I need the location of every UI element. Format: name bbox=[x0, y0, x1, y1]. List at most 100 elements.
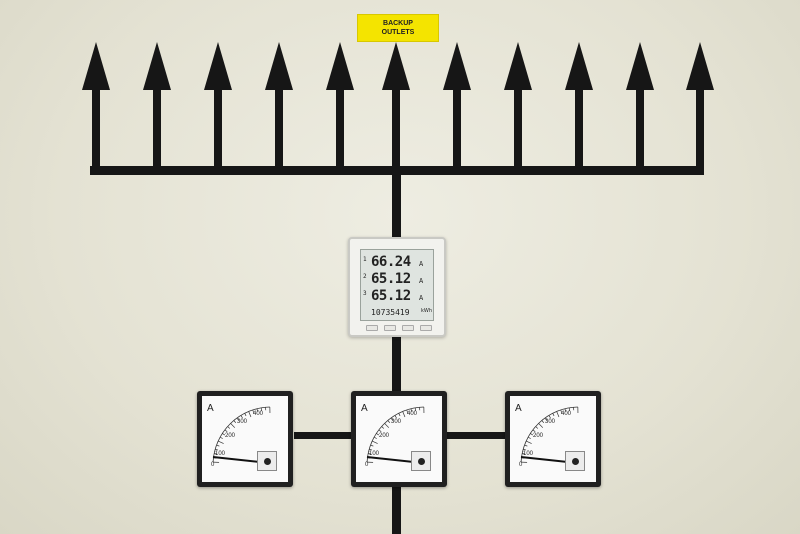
energy-total: 10735419 bbox=[371, 308, 410, 317]
arrow-head-3 bbox=[204, 42, 232, 90]
arrow-shaft-7 bbox=[453, 86, 461, 170]
scale-tick bbox=[252, 409, 255, 413]
knob-dot bbox=[572, 458, 579, 465]
scale-tick bbox=[376, 433, 380, 436]
arrow-shaft-10 bbox=[636, 86, 644, 170]
scale-tick bbox=[532, 429, 536, 432]
ammeter-gauge-1: A 0 100 200 300 400 bbox=[197, 391, 293, 487]
scale-tick bbox=[370, 444, 374, 447]
connector-right bbox=[446, 432, 506, 439]
row-value: 65.12 bbox=[371, 271, 411, 287]
ammeter-gauge-3: A 0 100 200 300 400 bbox=[505, 391, 601, 487]
scale-tick bbox=[224, 429, 228, 432]
scale-tick bbox=[237, 417, 240, 421]
row-value: 66.24 bbox=[371, 254, 411, 270]
meter-button-3[interactable] bbox=[402, 325, 414, 331]
tick-0: 0 bbox=[365, 462, 369, 468]
row-unit: A bbox=[419, 277, 424, 285]
row-unit: A bbox=[419, 260, 424, 268]
scale-tick bbox=[523, 448, 527, 451]
scale-tick bbox=[391, 417, 394, 421]
tick-200: 200 bbox=[533, 433, 544, 439]
tick-0: 0 bbox=[211, 462, 215, 468]
arrow-shaft-2 bbox=[153, 86, 161, 170]
scale-tick bbox=[219, 436, 223, 439]
knob-dot bbox=[418, 458, 425, 465]
row-number: 3 bbox=[363, 290, 367, 297]
scale-tick bbox=[230, 423, 236, 428]
scale-tick bbox=[406, 409, 409, 413]
scale-tick bbox=[248, 411, 252, 418]
connector-left bbox=[294, 432, 354, 439]
scale-tick bbox=[552, 413, 555, 417]
scale-tick bbox=[244, 413, 247, 417]
tick-400: 400 bbox=[253, 411, 264, 417]
scale-tick bbox=[526, 440, 532, 444]
arrow-head-7 bbox=[443, 42, 471, 90]
tick-400: 400 bbox=[561, 411, 572, 417]
scale-tick bbox=[240, 415, 243, 419]
ammeter-gauge-2: A 0 100 200 300 400 bbox=[351, 391, 447, 487]
arrow-head-5 bbox=[326, 42, 354, 90]
meter-button-1[interactable] bbox=[366, 325, 378, 331]
tick-200: 200 bbox=[379, 433, 390, 439]
scale-tick bbox=[373, 436, 377, 439]
arrow-shaft-9 bbox=[575, 86, 583, 170]
meter-button-4[interactable] bbox=[420, 325, 432, 331]
scale-tick bbox=[560, 409, 563, 413]
meter-buttons bbox=[366, 325, 432, 331]
meter-button-2[interactable] bbox=[384, 325, 396, 331]
scale-tick bbox=[568, 407, 571, 411]
scale-tick bbox=[368, 453, 372, 455]
scale-tick bbox=[214, 453, 218, 455]
arrow-head-6 bbox=[382, 42, 410, 90]
scale-tick bbox=[548, 415, 551, 419]
tick-300: 300 bbox=[391, 419, 402, 425]
scale-tick bbox=[414, 407, 417, 411]
tick-300: 300 bbox=[237, 419, 248, 425]
arrow-shaft-3 bbox=[214, 86, 222, 170]
scale-tick bbox=[372, 440, 378, 444]
arrow-shaft-8 bbox=[514, 86, 522, 170]
arrow-head-8 bbox=[504, 42, 532, 90]
row-unit: A bbox=[419, 294, 424, 302]
scale-tick bbox=[381, 426, 385, 429]
scale-tick bbox=[218, 440, 224, 444]
gauge-unit: A bbox=[207, 403, 214, 414]
scale-tick bbox=[378, 429, 382, 432]
arrow-shaft-6 bbox=[392, 86, 400, 170]
trunk-middle bbox=[392, 336, 401, 392]
trunk-upper bbox=[392, 170, 401, 240]
zero-adjust-knob[interactable] bbox=[565, 451, 585, 471]
zero-adjust-knob[interactable] bbox=[257, 451, 277, 471]
backup-outlets-label: BACKUP OUTLETS bbox=[357, 14, 439, 42]
scale-tick bbox=[541, 420, 545, 423]
arrow-head-1 bbox=[82, 42, 110, 90]
gauge-unit: A bbox=[515, 403, 522, 414]
scale-tick bbox=[545, 417, 548, 421]
tick-400: 400 bbox=[407, 411, 418, 417]
arrow-head-9 bbox=[565, 42, 593, 90]
scale-tick bbox=[394, 415, 397, 419]
knob-dot bbox=[264, 458, 271, 465]
scale-tick bbox=[524, 444, 528, 447]
row-value: 65.12 bbox=[371, 288, 411, 304]
arrow-shaft-11 bbox=[696, 86, 704, 170]
arrow-shaft-4 bbox=[275, 86, 283, 170]
digital-power-meter: 1 66.24 A 2 65.12 A 3 65.12 A 10735419 k… bbox=[348, 237, 446, 337]
scale-tick bbox=[530, 433, 534, 436]
scale-tick bbox=[216, 444, 220, 447]
arrow-head-10 bbox=[626, 42, 654, 90]
scale-tick bbox=[398, 413, 401, 417]
arrow-shaft-5 bbox=[336, 86, 344, 170]
scale-tick bbox=[527, 436, 531, 439]
row-number: 1 bbox=[363, 256, 367, 263]
scale-tick bbox=[538, 423, 544, 428]
trunk-lower bbox=[392, 486, 401, 534]
gauge-unit: A bbox=[361, 403, 368, 414]
arrow-head-11 bbox=[686, 42, 714, 90]
scale-tick bbox=[387, 420, 391, 423]
zero-adjust-knob[interactable] bbox=[411, 451, 431, 471]
tick-200: 200 bbox=[225, 433, 236, 439]
